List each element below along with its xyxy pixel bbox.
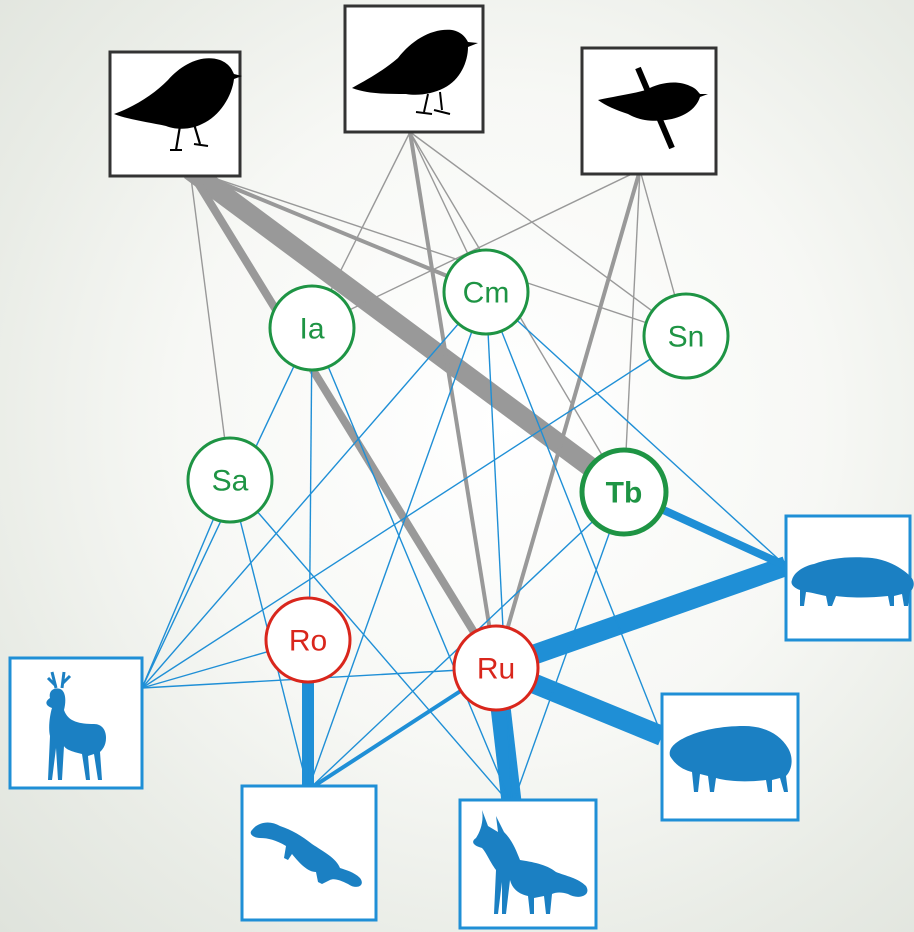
interaction-links bbox=[141, 131, 790, 808]
link-bird3-Ia bbox=[311, 169, 641, 329]
bird3-node bbox=[580, 46, 718, 176]
link-fox-Tb bbox=[511, 491, 625, 807]
plant-node-sa: Sa bbox=[186, 436, 274, 524]
link-badger-Ru bbox=[492, 556, 790, 678]
link-marten-Cm bbox=[307, 291, 487, 791]
mammal-nodes bbox=[8, 514, 914, 930]
link-bird1-Cm bbox=[189, 168, 487, 294]
plant-circle bbox=[264, 596, 352, 684]
marten-node bbox=[240, 784, 378, 922]
plant-node-cm: Cm bbox=[442, 248, 530, 336]
plant-circle bbox=[442, 248, 530, 336]
link-bird3-Ru bbox=[494, 169, 642, 669]
bird1-node bbox=[108, 50, 244, 178]
plant-node-ro: Ro bbox=[264, 596, 352, 684]
plant-node-tb: Tb bbox=[579, 447, 669, 537]
plant-label: Cm bbox=[463, 277, 510, 310]
plant-label: Tb bbox=[606, 477, 643, 510]
link-fox-Sa bbox=[229, 479, 513, 807]
bird2-node bbox=[343, 4, 485, 134]
link-fox-Cm bbox=[485, 291, 513, 807]
link-bird3-Tb bbox=[623, 169, 641, 493]
link-deer-Cm bbox=[141, 291, 487, 689]
bird-nodes bbox=[108, 4, 718, 178]
link-marten-Ia bbox=[307, 327, 313, 791]
plant-label: Sa bbox=[212, 465, 249, 498]
plant-node-ru: Ru bbox=[452, 624, 540, 712]
link-bird1-Sa bbox=[189, 169, 231, 481]
plant-circle bbox=[452, 624, 540, 712]
plant-label: Sn bbox=[668, 321, 705, 354]
plant-label: Ro bbox=[289, 625, 327, 658]
link-deer-Sn bbox=[141, 335, 687, 689]
plant-circle bbox=[268, 284, 356, 372]
link-bird1-Tb bbox=[184, 161, 630, 501]
link-bird1-Ru bbox=[186, 167, 500, 671]
plant-circle bbox=[642, 292, 730, 380]
plant-circle bbox=[579, 447, 669, 537]
link-boar-Cm bbox=[485, 291, 663, 737]
plant-label: Ru bbox=[477, 653, 515, 686]
plant-node-sn: Sn bbox=[642, 292, 730, 380]
deer-node bbox=[8, 656, 144, 790]
boar-node bbox=[660, 692, 800, 822]
plant-node-ia: Ia bbox=[268, 284, 356, 372]
badger-node bbox=[784, 514, 914, 642]
link-bird1-Sn bbox=[189, 169, 687, 337]
link-bird2-Sn bbox=[409, 131, 687, 337]
link-badger-Cm bbox=[485, 291, 787, 567]
plant-label: Ia bbox=[299, 313, 324, 346]
link-bird2-Ru bbox=[408, 131, 498, 669]
fox-node bbox=[458, 798, 598, 930]
plant-circle bbox=[186, 436, 274, 524]
link-fox-Ia bbox=[311, 327, 513, 807]
